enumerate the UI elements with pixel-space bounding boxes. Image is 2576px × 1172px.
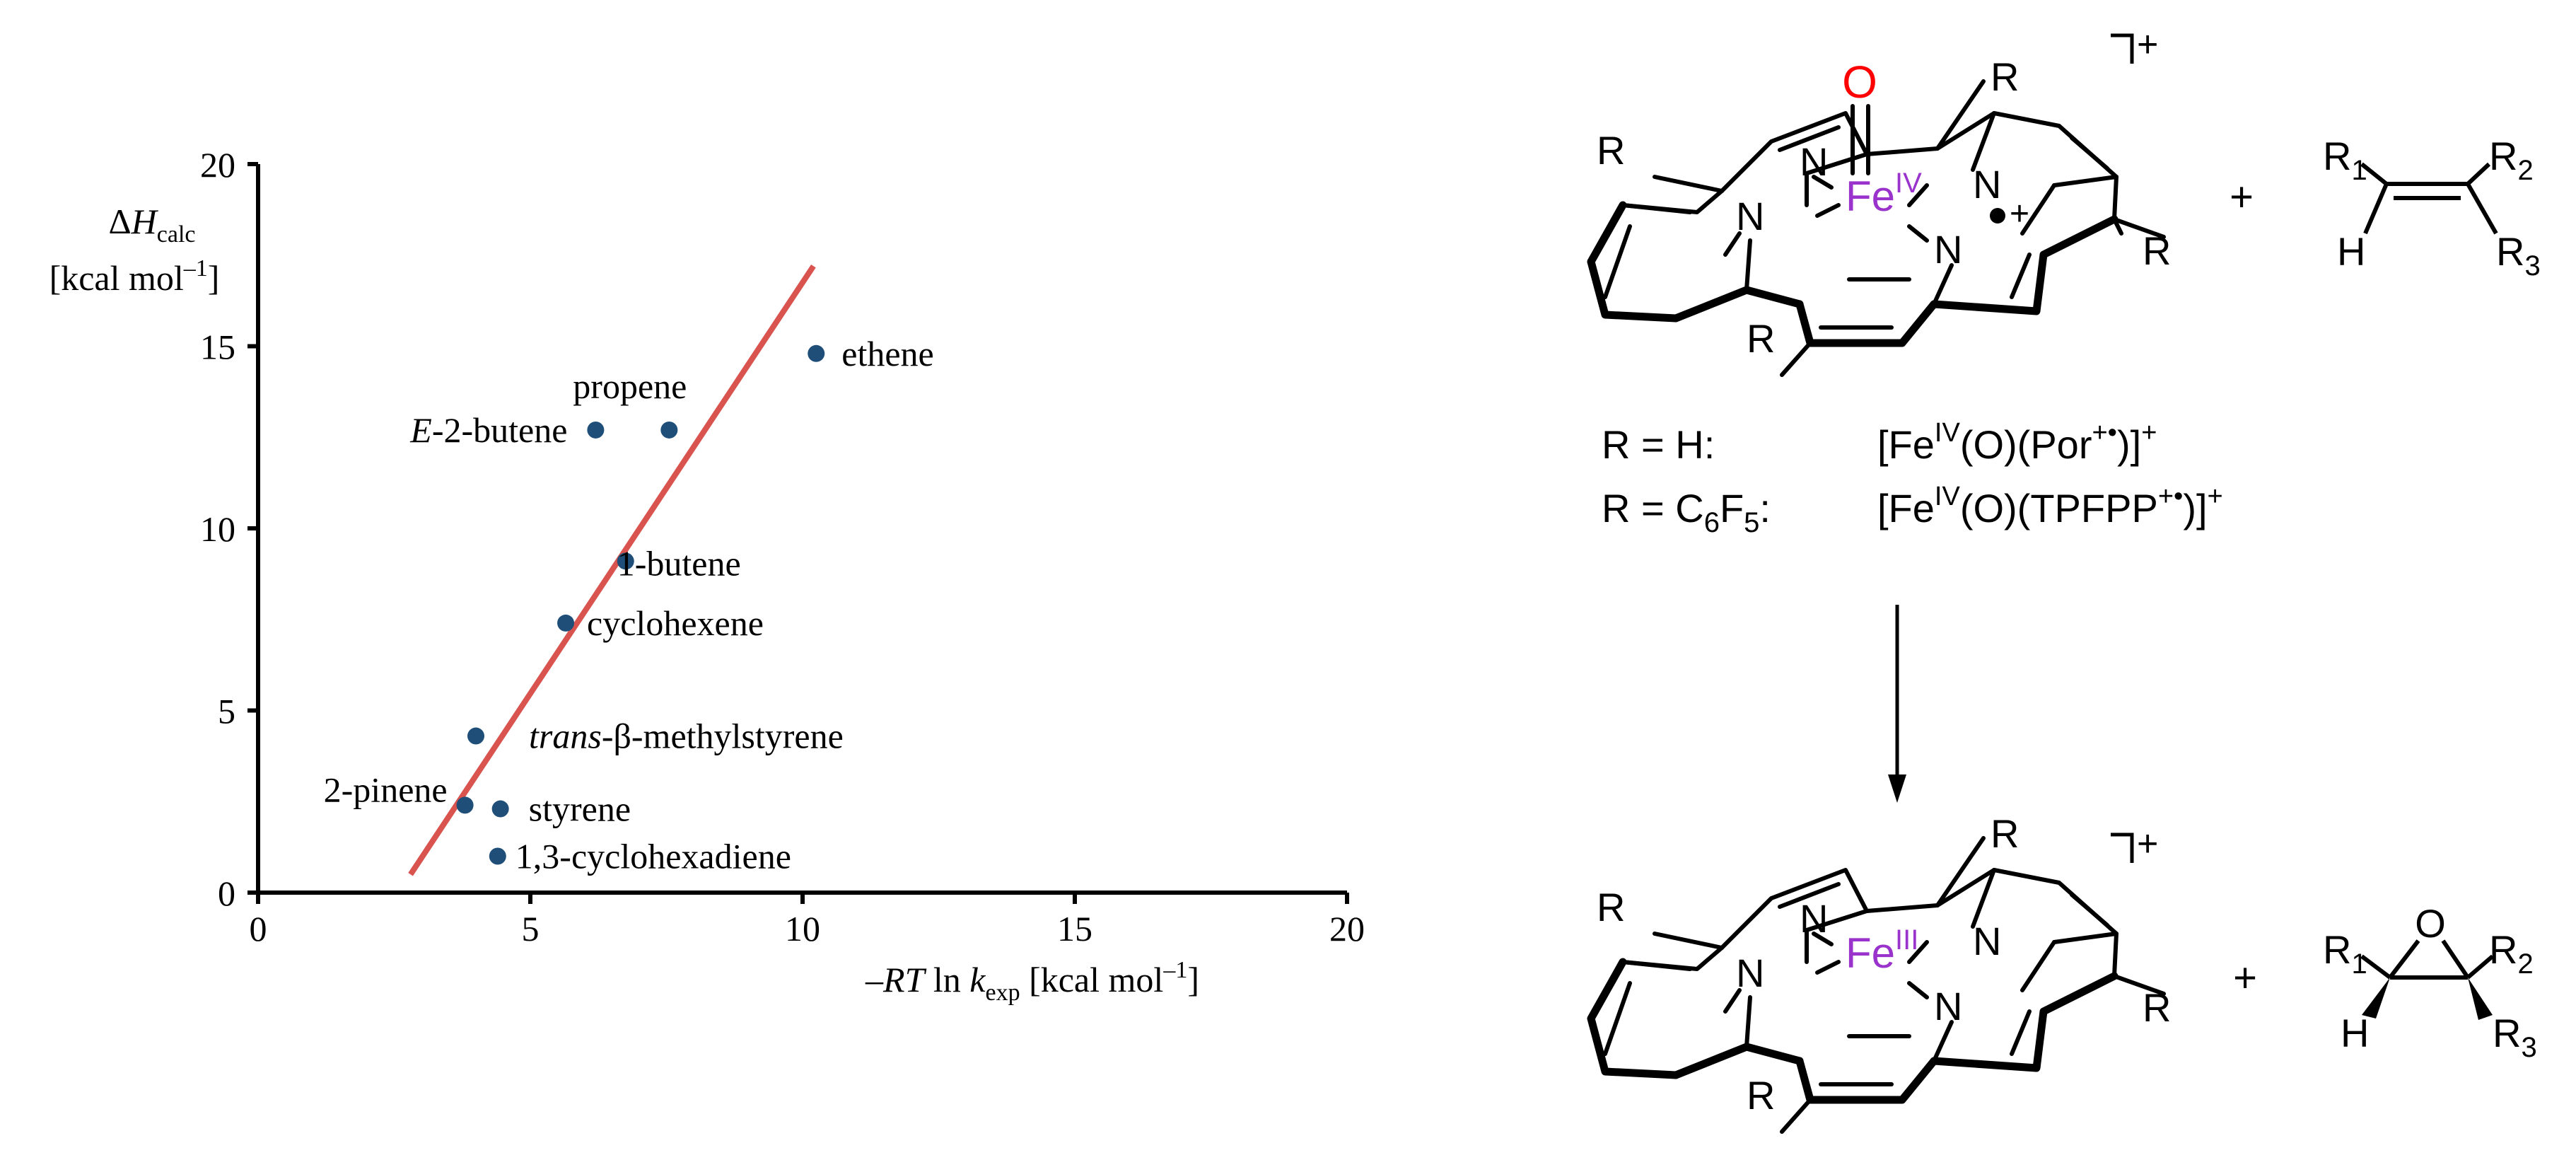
nitrogen-1: N xyxy=(1800,139,1828,184)
y-tick-label: 0 xyxy=(218,874,235,913)
reaction-arrow xyxy=(1888,605,1906,803)
x-tick-label: 10 xyxy=(785,909,820,948)
definition-r-c6f5-formula: [FeIV(O)(TPFPP+•)]+ xyxy=(1877,482,2223,530)
x-tick-label: 0 xyxy=(250,909,267,948)
r-group-left: R xyxy=(1597,885,1625,929)
fit-line xyxy=(408,264,816,876)
radical-dot xyxy=(1990,208,2005,224)
fit-line-group xyxy=(408,264,816,876)
r-group-bottom: R xyxy=(1747,1073,1775,1118)
porphyrin-oxo-labels: O R R R R N N N N FeIV + + xyxy=(1597,24,2171,361)
point-label: 2-pinene xyxy=(324,770,448,809)
alkene-r3: R3 xyxy=(2496,229,2541,282)
alkene-structure: R1 R2 H R3 xyxy=(2323,134,2541,282)
r-group-right: R xyxy=(2143,228,2171,273)
porphyrin-oxo-complex xyxy=(1587,79,2166,377)
nitrogen-2: N xyxy=(1973,919,2001,963)
iron-atom: FeIV xyxy=(1846,168,1922,220)
nitrogen-4: N xyxy=(1934,227,1962,272)
nitrogen-4: N xyxy=(1934,984,1962,1028)
plus-sign-top: + xyxy=(2230,174,2254,220)
alkene-h: H xyxy=(2337,229,2365,274)
point-label: E-2-butene xyxy=(409,410,567,450)
y-tick-label: 20 xyxy=(200,145,235,185)
alkene-r2: R2 xyxy=(2489,134,2534,186)
x-axis-ticks: 0 5 10 15 20 xyxy=(250,893,1365,948)
radical-charge: + xyxy=(2010,195,2029,233)
epoxide-oxygen: O xyxy=(2415,901,2446,946)
data-point xyxy=(456,796,474,814)
bracket xyxy=(2111,33,2134,64)
y-axis-label-unit: [kcal mol–1] xyxy=(49,255,220,298)
definition-r-h: R = H: xyxy=(1602,422,1715,467)
bracket-charge: + xyxy=(2137,823,2158,864)
epoxide-r2: R2 xyxy=(2489,927,2534,980)
point-label: propene xyxy=(573,366,687,406)
nitrogen-2: N xyxy=(1973,162,2001,207)
data-points xyxy=(456,344,825,865)
x-axis-label: –RT ln kexp [kcal mol–1] xyxy=(865,957,1199,1006)
data-point xyxy=(467,727,484,745)
point-label: styrene xyxy=(529,789,631,829)
y-axis-ticks: 0 5 10 15 20 xyxy=(200,145,258,913)
definition-r-h-formula: [FeIV(O)(Por+•)]+ xyxy=(1877,418,2157,467)
data-point xyxy=(489,847,506,865)
epoxide-h: H xyxy=(2341,1011,2369,1055)
y-tick-label: 15 xyxy=(200,327,235,367)
plus-sign-bottom: + xyxy=(2233,955,2257,1001)
y-axis-label: ΔHcalc xyxy=(109,202,196,248)
data-point xyxy=(557,614,575,632)
r-group-right: R xyxy=(2143,985,2171,1030)
epoxide-r1: R1 xyxy=(2323,927,2367,980)
nitrogen-3: N xyxy=(1736,951,1764,995)
oxo-atom: O xyxy=(1842,57,1877,108)
r-group-top: R xyxy=(1991,54,2019,99)
r-group-top: R xyxy=(1991,811,2019,856)
y-tick-label: 5 xyxy=(218,692,235,731)
bracket-charge: + xyxy=(2137,24,2158,65)
porphyrin-fe3-complex xyxy=(1587,836,2166,1134)
data-point xyxy=(808,344,825,362)
bracket xyxy=(2111,832,2134,863)
data-point xyxy=(491,800,509,818)
point-label: trans-β-methylstyrene xyxy=(529,716,844,756)
iron-atom: FeIII xyxy=(1846,924,1918,977)
data-point xyxy=(587,421,605,439)
data-point xyxy=(617,552,634,570)
point-label: cyclohexene xyxy=(587,603,764,643)
point-label: 1,3-cyclohexadiene xyxy=(515,837,791,876)
r-group-bottom: R xyxy=(1747,316,1775,361)
x-tick-label: 20 xyxy=(1329,909,1365,948)
alkene-r1: R1 xyxy=(2323,134,2367,186)
epoxide-r3: R3 xyxy=(2493,1011,2537,1063)
x-tick-label: 5 xyxy=(522,909,540,948)
x-tick-label: 15 xyxy=(1057,909,1092,948)
scatter-chart: 0 5 10 15 20 0 5 10 15 20 ethene propeneE-2-buten… xyxy=(49,145,1365,1006)
porphyrin-fe3-labels: R R R R N N N N FeIII + xyxy=(1597,811,2171,1118)
definition-r-c6f5: R = C6F5: xyxy=(1602,486,1771,538)
r-group-left: R xyxy=(1597,128,1625,173)
epoxide-structure: O R1 R2 H R3 xyxy=(2323,901,2537,1063)
data-point xyxy=(660,421,678,439)
nitrogen-3: N xyxy=(1736,194,1764,238)
nitrogen-1: N xyxy=(1800,896,1828,941)
y-tick-label: 10 xyxy=(200,509,235,549)
point-label: 1-butene xyxy=(617,543,741,583)
point-label: ethene xyxy=(841,334,933,373)
